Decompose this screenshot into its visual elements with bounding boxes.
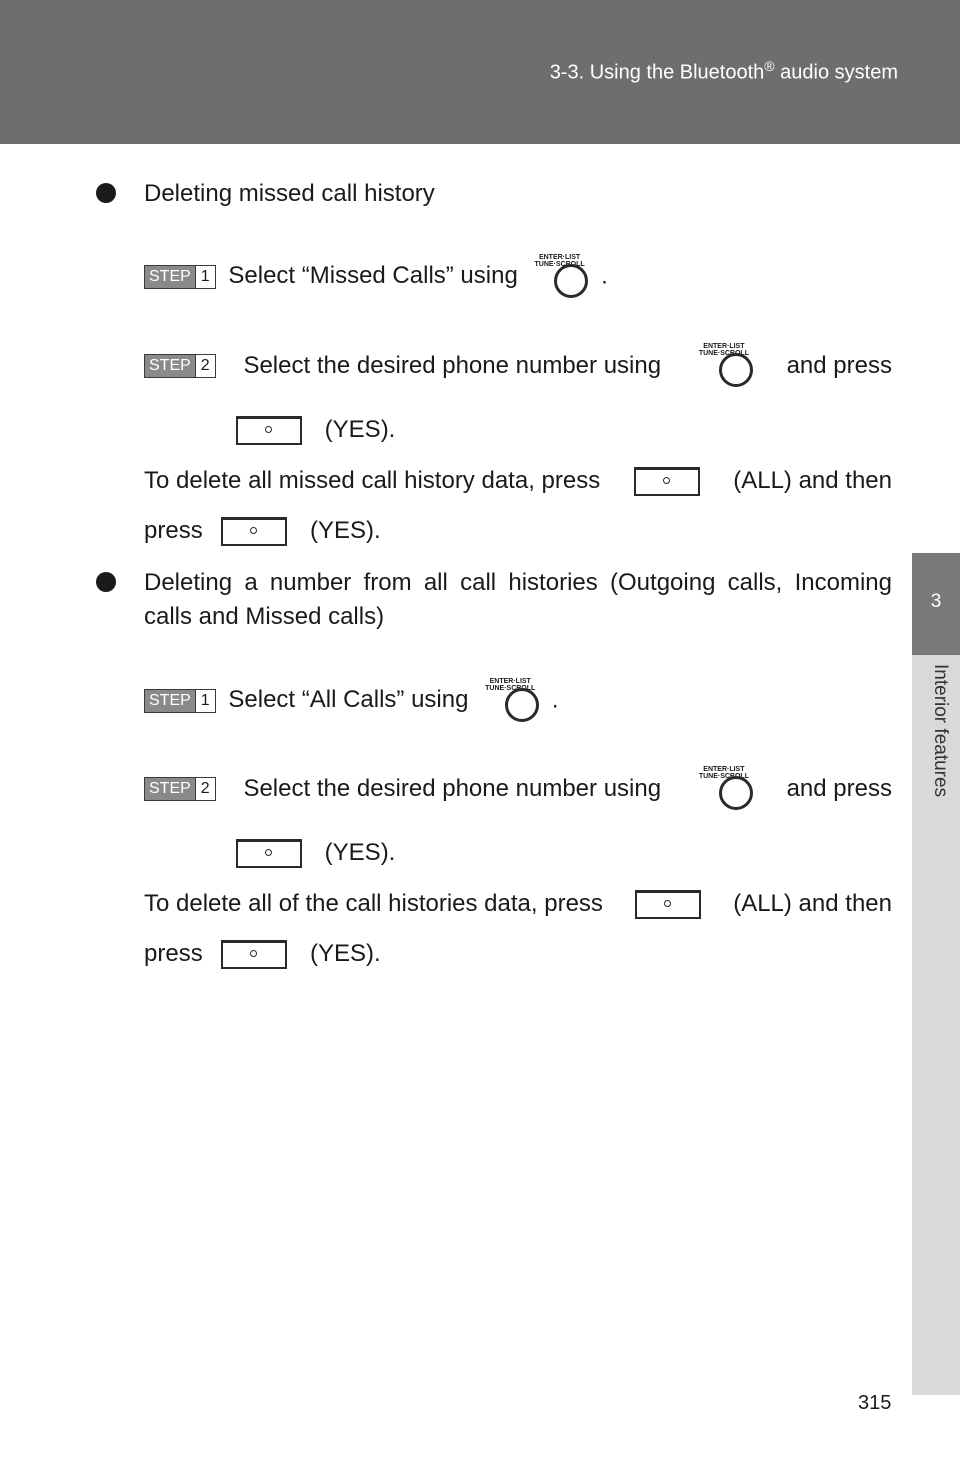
step-text-end: and press — [786, 352, 892, 379]
header-band: 3-3. Using the Bluetooth® audio system — [0, 0, 960, 144]
step-text: (YES). — [324, 416, 396, 443]
note-text: To delete all missed call history data, … — [144, 467, 601, 494]
step-continuation: (YES). — [236, 838, 396, 869]
bullet-icon — [96, 572, 116, 592]
note-text: To delete all of the call histories data… — [144, 890, 603, 917]
note-text: (YES). — [310, 940, 381, 967]
note-text: (ALL) and then — [733, 890, 892, 917]
chapter-tab: 3 — [912, 553, 960, 655]
note-line: To delete all missed call history data, … — [144, 466, 892, 496]
note-text: (ALL) and then — [733, 467, 892, 494]
yes-button-icon — [221, 940, 288, 970]
step-text: Select “Missed Calls” using — [228, 262, 518, 290]
step-number: 1 — [194, 266, 215, 288]
all-button-icon — [633, 466, 700, 496]
step-text-end: . — [601, 262, 608, 290]
note-line: press (YES). — [144, 516, 381, 547]
note-line: press (YES). — [144, 939, 381, 970]
step-word: STEP — [145, 266, 195, 288]
chapter-number: 3 — [930, 591, 942, 612]
chapter-label: Interior features — [930, 664, 951, 798]
step-word: STEP — [145, 778, 195, 800]
section-heading-cont: calls and Missed calls) — [144, 603, 385, 630]
yes-button-icon — [221, 517, 288, 547]
step-text: Select “All Calls” using — [228, 686, 469, 714]
note-text: press — [144, 940, 203, 967]
section-title: 3-3. Using the Bluetooth® audio system — [550, 58, 898, 85]
step-number: 2 — [194, 355, 215, 377]
step-text: Select the desired phone number using — [243, 775, 662, 802]
knob-label-top: ENTER·LIST — [538, 254, 581, 261]
yes-button-icon — [236, 416, 302, 446]
bullet-icon — [96, 183, 116, 203]
all-button-icon — [635, 889, 702, 919]
knob-label-top: ENTER·LIST — [703, 766, 745, 773]
knob-label-top: ENTER·LIST — [703, 343, 745, 350]
step-word: STEP — [145, 690, 195, 712]
section-heading: Deleting a number from all call historie… — [144, 569, 892, 596]
note-text: (YES). — [310, 517, 381, 544]
knob-label-bottom: TUNE·SCROLL — [534, 261, 585, 268]
step-text: (YES). — [324, 839, 396, 866]
page-number: 315 — [858, 1392, 892, 1414]
registered-mark: ® — [764, 58, 775, 74]
step-text: Select the desired phone number using — [243, 352, 662, 379]
step-continuation: (YES). — [236, 415, 396, 446]
knob-label-top: ENTER·LIST — [489, 678, 531, 685]
note-line: To delete all of the call histories data… — [144, 889, 892, 919]
note-text: press — [144, 517, 203, 544]
section-title-text: 3-3. Using the Bluetooth — [549, 61, 765, 84]
step-text-end: . — [551, 686, 559, 714]
knob-label-bottom: TUNE·SCROLL — [485, 685, 536, 692]
step-word: STEP — [145, 355, 195, 377]
step-text-end: and press — [786, 775, 892, 802]
step-number: 1 — [194, 690, 215, 712]
yes-button-icon — [236, 839, 302, 869]
section-title-suffix: audio system — [774, 61, 898, 84]
section-heading: Deleting missed call history — [144, 180, 435, 207]
step-number: 2 — [194, 778, 215, 800]
knob-label-bottom: TUNE·SCROLL — [698, 350, 749, 357]
chapter-tab-strip — [912, 655, 960, 1395]
knob-label-bottom: TUNE·SCROLL — [698, 773, 749, 780]
